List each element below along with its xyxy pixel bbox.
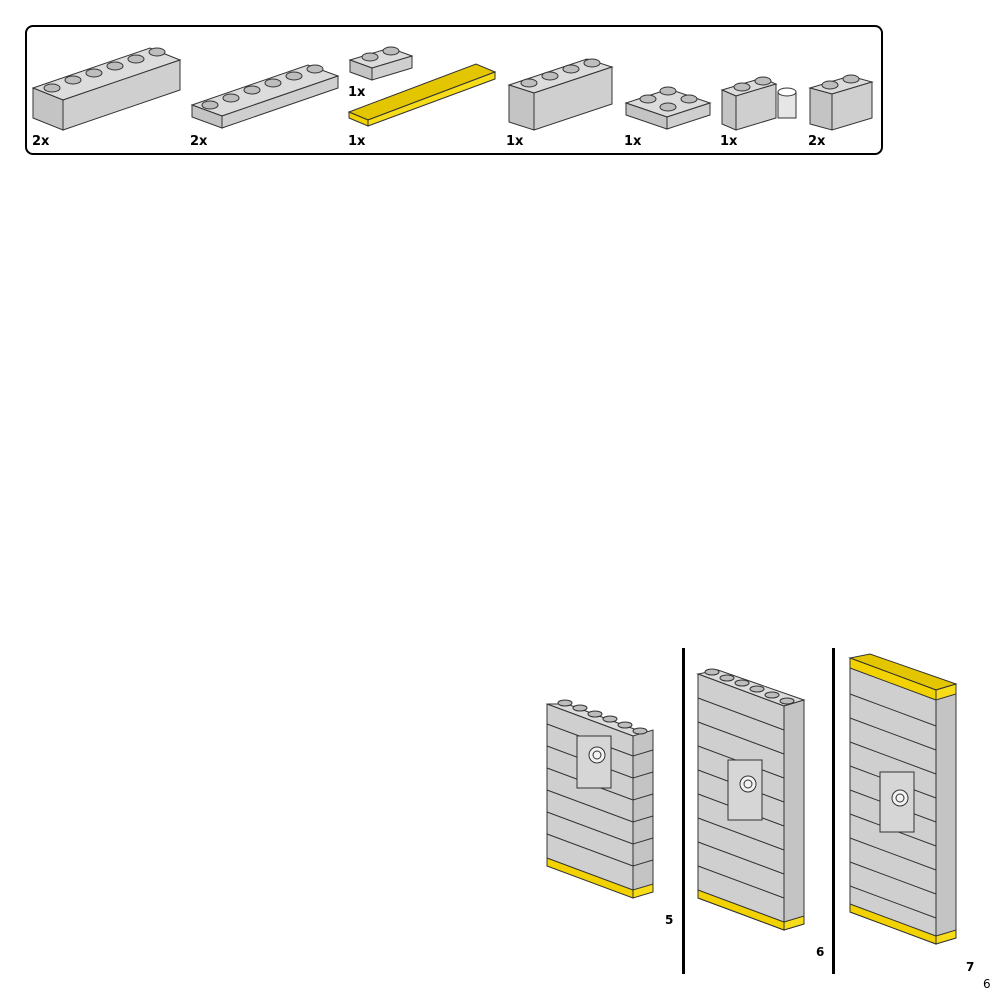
part-qty: 2x [32, 134, 50, 149]
step-divider [832, 648, 835, 974]
part-qty: 1x [348, 134, 366, 149]
part-qty: 1x [348, 85, 366, 100]
step-6-model [696, 668, 806, 931]
part-hinge-brick-icon [720, 76, 797, 131]
step-number: 5 [665, 913, 674, 927]
part-tile-1x8-yellow-icon [347, 63, 497, 127]
part-plate-2x2-icon [624, 86, 712, 130]
part-plate-1x6-icon [190, 64, 340, 129]
step-divider [682, 648, 685, 974]
part-brick-1x2-icon [808, 74, 874, 131]
page-number: 6 [983, 977, 991, 991]
part-qty: 1x [506, 134, 524, 149]
step-7-model [848, 653, 958, 945]
part-qty: 1x [720, 134, 738, 149]
step-5-model [546, 699, 654, 899]
step-number: 7 [966, 960, 975, 974]
step-number: 6 [816, 945, 825, 959]
part-qty: 2x [808, 134, 826, 149]
part-qty: 2x [190, 134, 208, 149]
part-brick-1x4-icon [507, 58, 614, 131]
part-plate-1x2-icon [348, 46, 414, 81]
part-brick-1x6-icon [31, 47, 182, 131]
part-qty: 1x [624, 134, 642, 149]
parts-list-box [25, 25, 883, 155]
